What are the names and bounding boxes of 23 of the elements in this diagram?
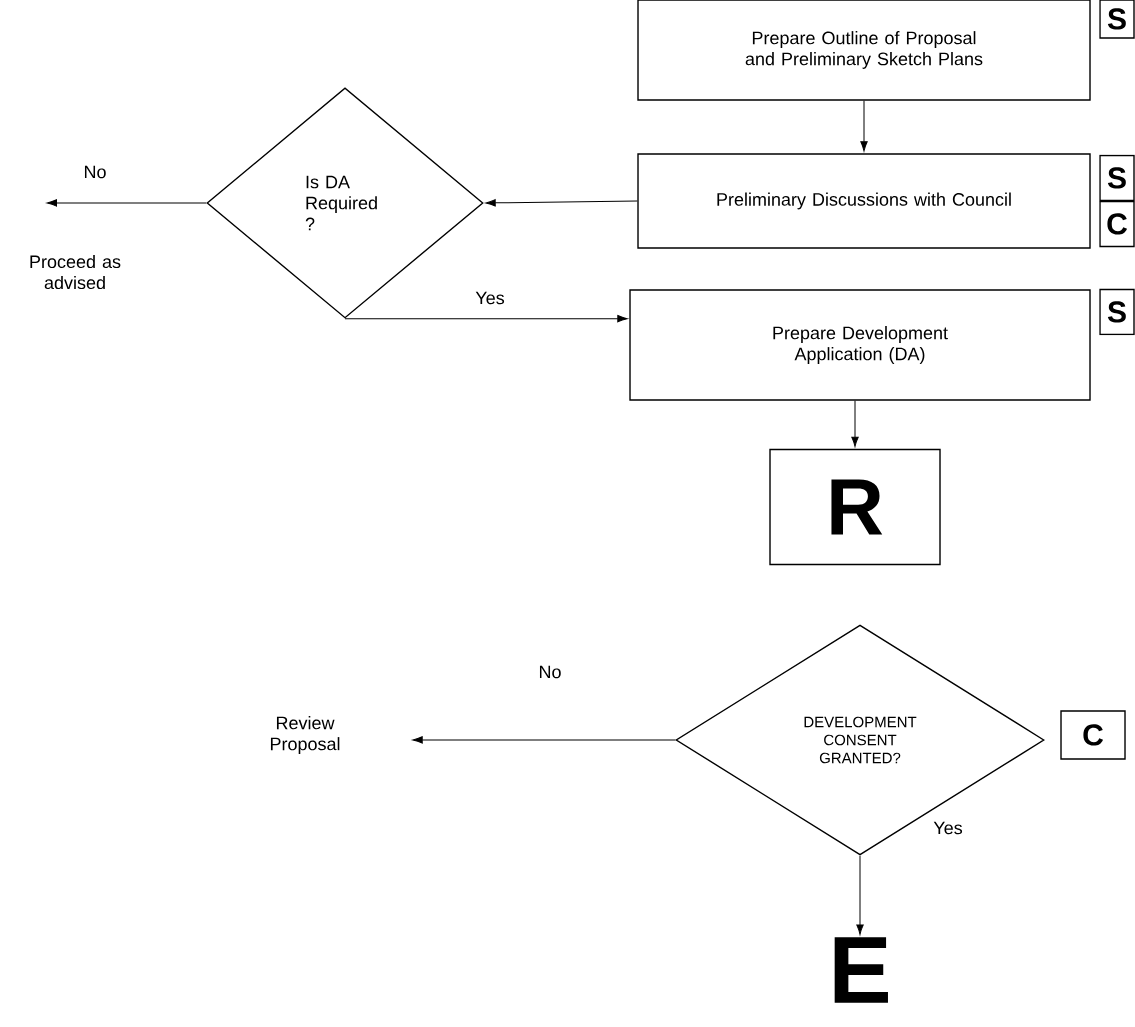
letter-text: E [834,937,888,1003]
letter-box: S [1099,154,1135,202]
outcome-text: Proceed as advised [30,254,121,290]
edge-label: Yes [933,821,963,835]
arrow [412,736,676,744]
letter-box: S [1099,0,1135,39]
arrow [860,100,868,152]
letter-box: S [1099,288,1135,336]
arrow [485,199,638,207]
arrow [856,855,864,935]
letter-box: C [1060,710,1126,760]
letter-box: R [769,448,941,566]
process-box: Prepare Development Application (DA) [629,289,1091,401]
arrow [46,199,207,207]
edge-label: Yes [475,291,505,305]
outcome-text: Review Proposal [270,716,340,754]
process-box: Prepare Outline of Proposal and Preliminary Sketch Plans [637,0,1091,101]
letter-box: C [1099,200,1135,248]
arrow [851,400,859,447]
arrow [344,315,628,323]
edge-label: No [540,665,561,679]
edge-label: No [85,165,106,179]
process-box: Preliminary Discussions with Council [637,153,1091,249]
